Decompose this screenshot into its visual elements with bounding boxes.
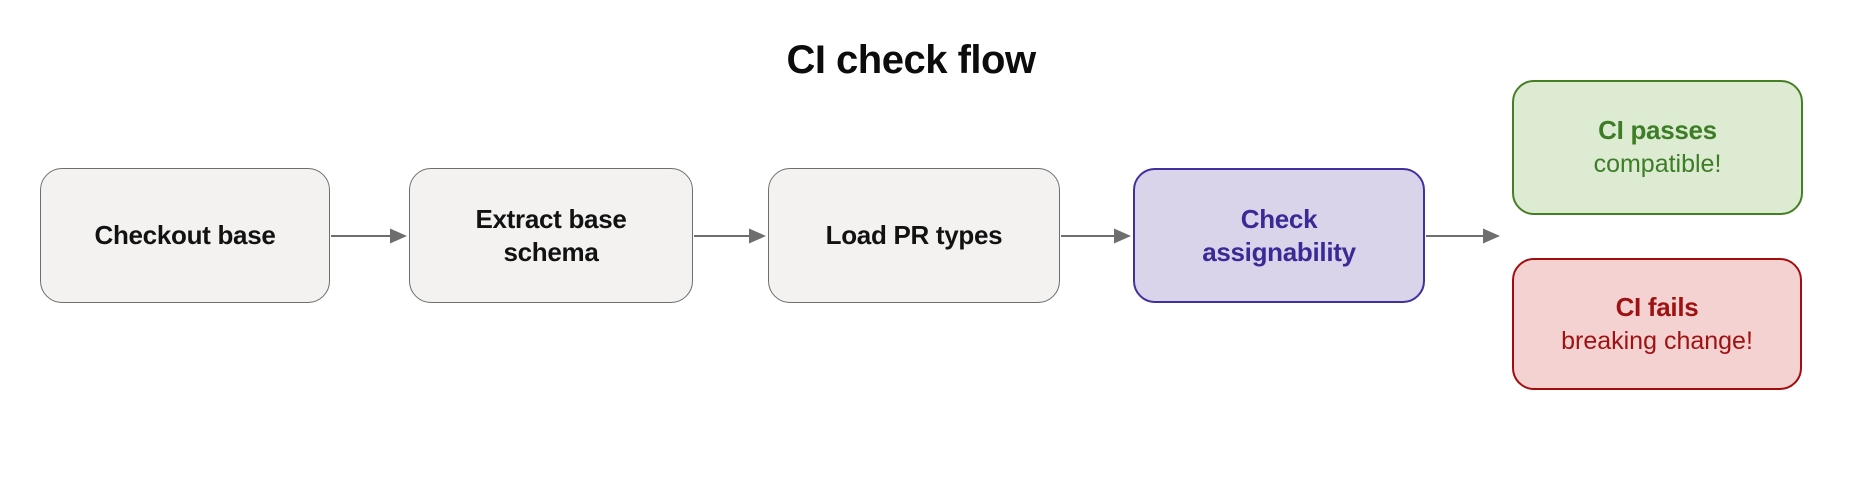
step-label: Extract base schema	[475, 204, 627, 267]
step-checkout-base: Checkout base	[40, 168, 330, 303]
step-extract-base-schema: Extract base schema	[409, 168, 693, 303]
arrow-extract-to-load	[694, 228, 766, 244]
step-load-pr-types: Load PR types	[768, 168, 1060, 303]
step-label: Checkout base	[94, 220, 276, 251]
outcome-title: CI passes	[1598, 115, 1717, 146]
outcome-subtitle: breaking change!	[1561, 326, 1753, 355]
step-label: Load PR types	[825, 220, 1003, 251]
outcome-ci-passes: CI passes compatible!	[1512, 80, 1803, 215]
arrow-checkout-to-extract	[331, 228, 407, 244]
outcome-subtitle: compatible!	[1593, 150, 1722, 179]
outcome-ci-fails: CI fails breaking change!	[1512, 258, 1802, 390]
diagram-title: CI check flow	[786, 38, 1036, 82]
step-check-assignability: Check assignability	[1133, 168, 1425, 303]
arrow-check-to-outcomes	[1426, 228, 1500, 244]
step-label: Check assignability	[1202, 204, 1356, 267]
arrow-load-to-check	[1061, 228, 1131, 244]
outcome-title: CI fails	[1615, 291, 1699, 322]
